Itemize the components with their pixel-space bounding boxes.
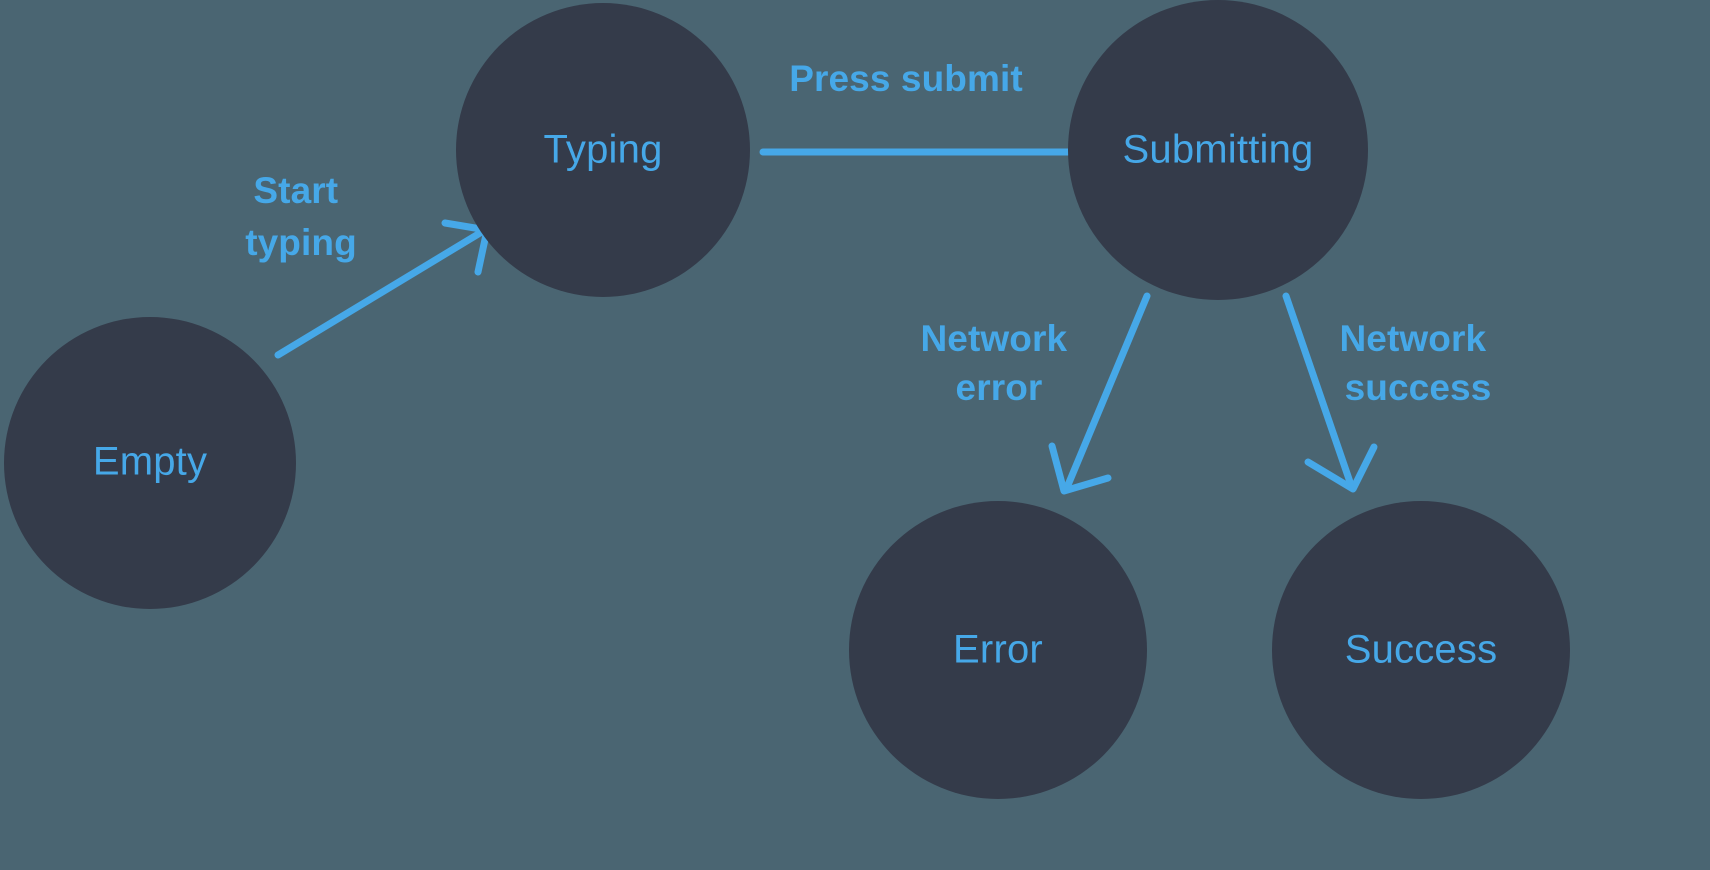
transition-network-success[interactable]: Network success xyxy=(1282,292,1497,493)
transition-press-submit-label-line-1: Press submit xyxy=(789,58,1023,99)
transitions-layer: Start typing Press submit Network error xyxy=(245,58,1497,495)
state-node-typing-circle[interactable] xyxy=(456,3,750,297)
transition-start-typing[interactable]: Start typing xyxy=(245,170,491,359)
state-node-submitting[interactable]: Submitting xyxy=(1068,0,1368,300)
state-node-success-circle[interactable] xyxy=(1272,501,1570,799)
transition-start-typing-label-line-1: Start xyxy=(253,170,338,211)
transition-start-typing-label: Start typing xyxy=(245,170,357,263)
transition-network-error-label-line-2: error xyxy=(956,367,1043,408)
transition-network-success-line xyxy=(1282,292,1354,486)
transition-network-error-arrowhead xyxy=(1048,442,1112,495)
states-layer: Empty Typing Submitting Error Success xyxy=(4,0,1570,799)
state-node-empty-circle[interactable] xyxy=(4,317,296,609)
transition-network-success-arrowhead xyxy=(1304,443,1378,493)
transition-network-success-label: Network success xyxy=(1339,318,1496,408)
transition-network-success-label-line-1: Network xyxy=(1339,318,1486,359)
transition-network-error-label: Network error xyxy=(920,318,1077,408)
transition-start-typing-line xyxy=(274,229,484,359)
state-node-typing[interactable]: Typing xyxy=(456,3,750,297)
state-node-error-circle[interactable] xyxy=(849,501,1147,799)
transition-network-error-label-line-1: Network xyxy=(920,318,1067,359)
state-node-submitting-circle[interactable] xyxy=(1068,0,1368,300)
transition-network-error[interactable]: Network error xyxy=(920,292,1151,495)
transition-start-typing-label-line-2: typing xyxy=(245,222,357,263)
transition-press-submit-label: Press submit xyxy=(789,58,1023,99)
state-node-error[interactable]: Error xyxy=(849,501,1147,799)
transition-network-error-line xyxy=(1064,292,1151,489)
transition-network-success-label-line-2: success xyxy=(1345,367,1492,408)
state-node-success[interactable]: Success xyxy=(1272,501,1570,799)
state-node-empty[interactable]: Empty xyxy=(4,317,296,609)
